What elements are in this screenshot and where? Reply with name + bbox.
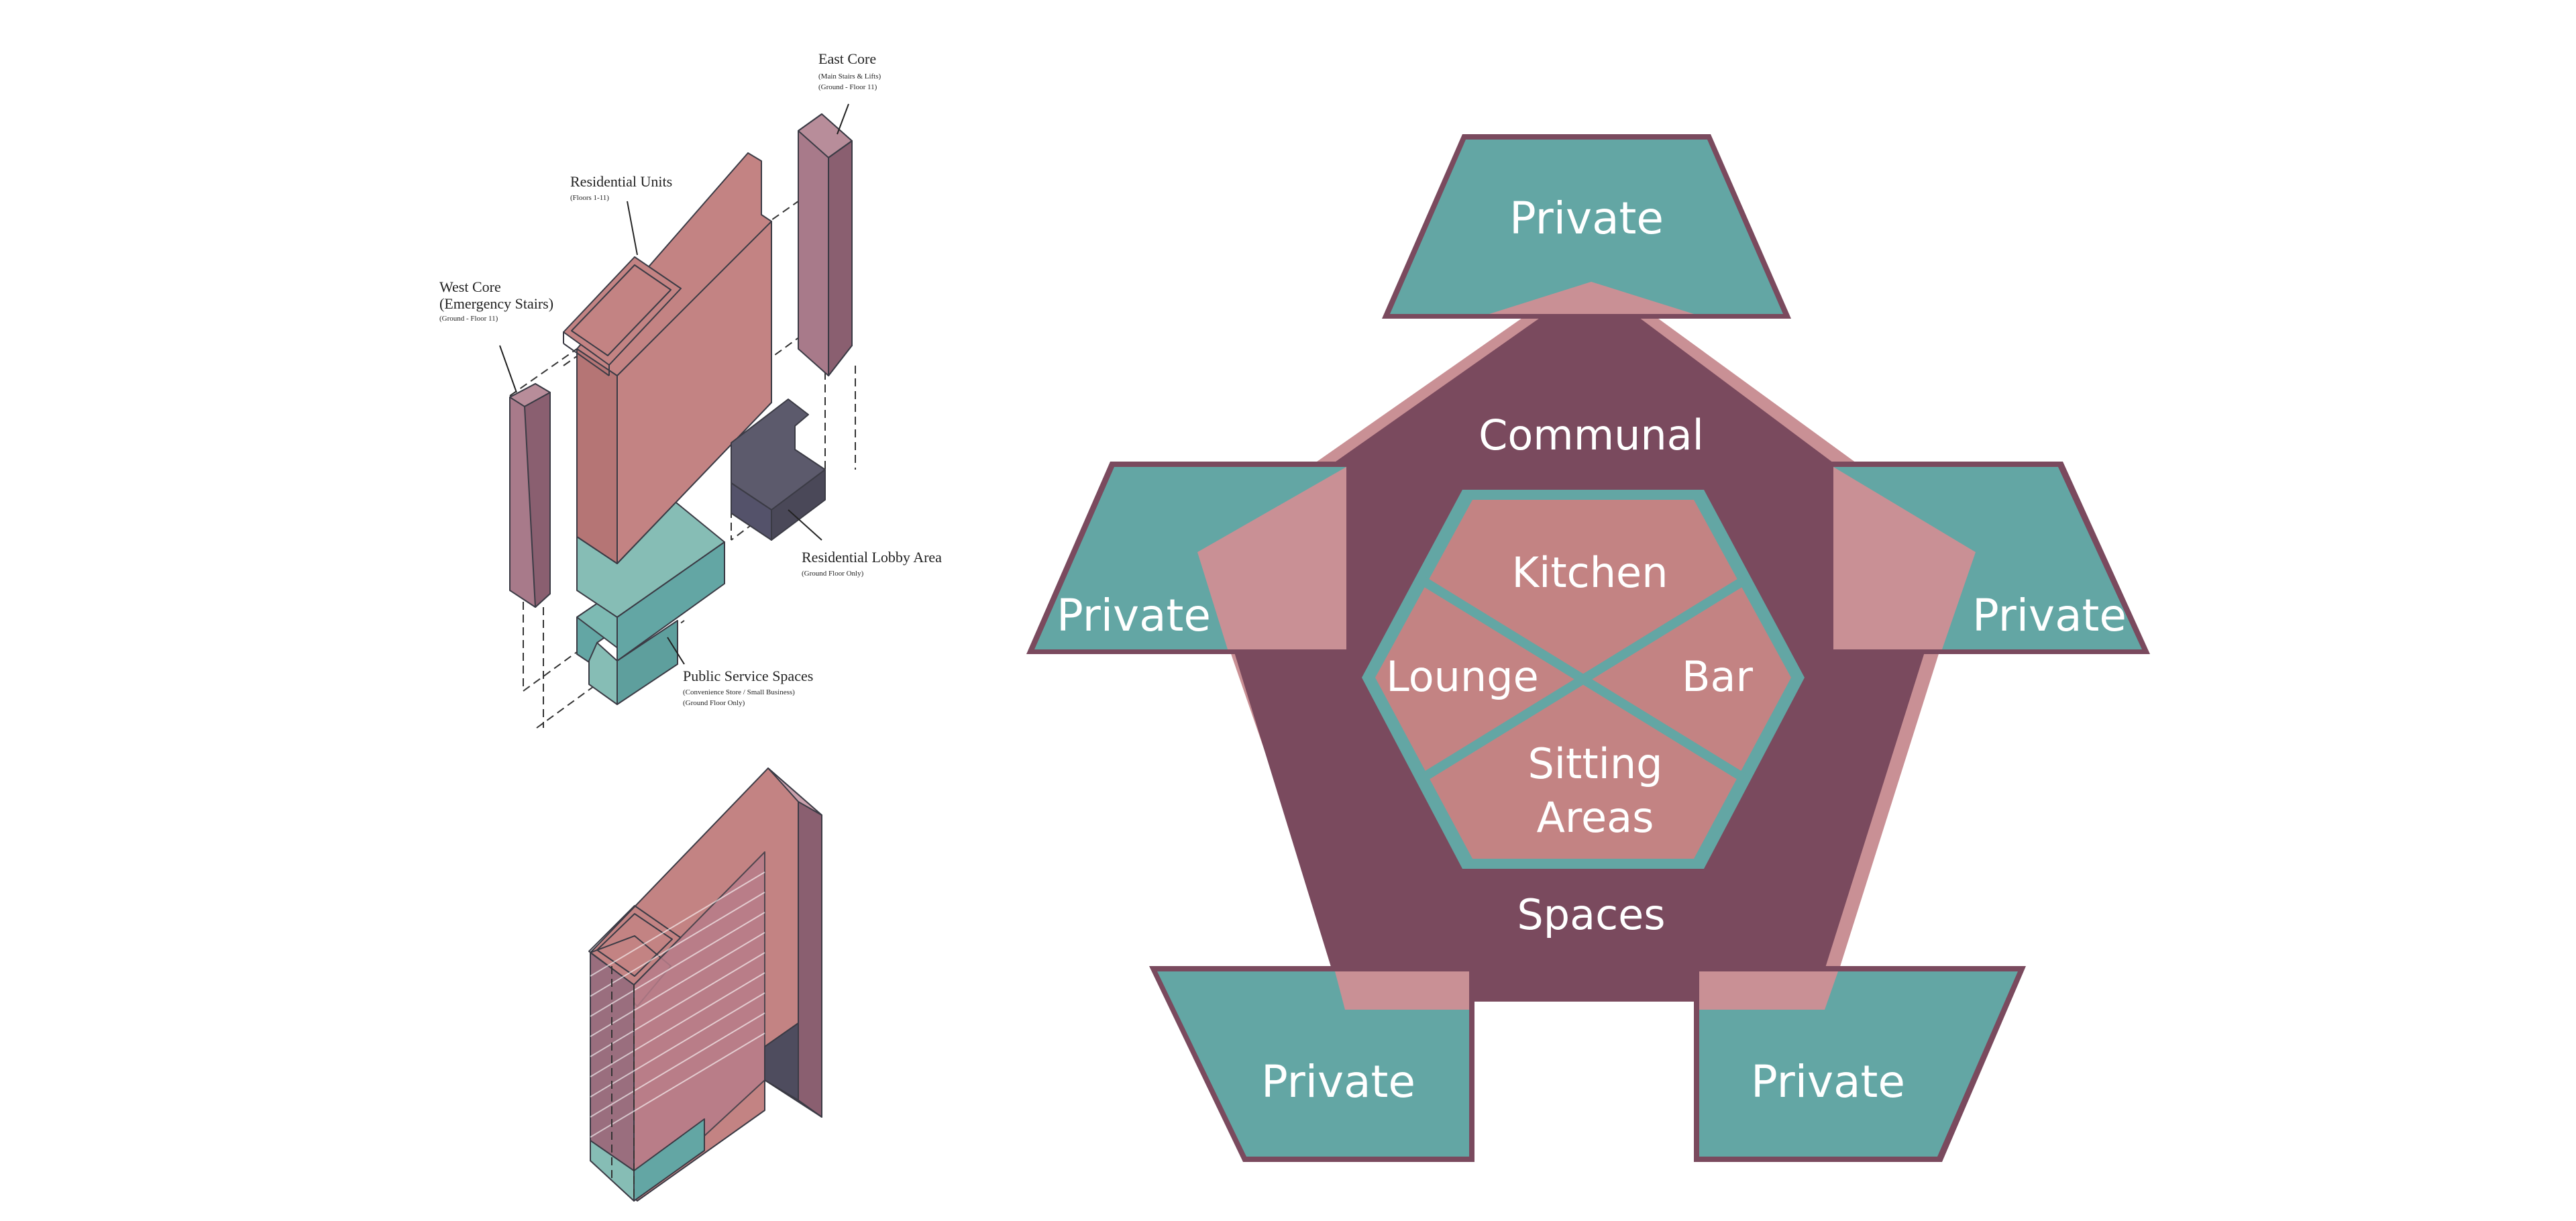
label-public-service-line1: (Convenience Store / Small Business) [683,688,795,696]
label-residential-lobby-title: Residential Lobby Area [802,549,942,566]
residential-units-volume [563,152,772,564]
label-public-service-line2: (Ground Floor Only) [683,699,745,707]
zone-kitchen-label: Kitchen [1511,548,1668,597]
label-east-core-line1: (Main Stairs & Lifts) [818,72,881,81]
private-left-label: Private [1057,590,1211,641]
label-residential-units-line1: (Floors 1-11) [570,194,609,202]
zone-sitting-label-line2: Areas [1537,793,1654,842]
label-west-core-line2: (Ground - Floor 11) [439,315,498,323]
residential-lobby-volume [731,399,826,541]
private-left: Private [1026,462,1352,654]
label-public-service: Public Service Spaces (Convenience Store… [683,668,813,707]
private-right: Private [1828,462,2150,654]
private-right-label: Private [1972,590,2127,641]
label-east-core-line2: (Ground - Floor 11) [818,83,877,91]
floor-lines [590,871,765,1138]
leader-lines [499,103,849,665]
private-bottom-right-label: Private [1751,1056,1905,1108]
communal-label: Communal [1479,411,1704,460]
label-west-core: West Core (Emergency Stairs) (Ground - F… [439,278,553,323]
label-residential-lobby: Residential Lobby Area (Ground Floor Onl… [802,549,942,578]
zone-sitting-label-line1: Sitting [1527,739,1662,788]
bubble-diagram: Private Private Private Private Private [1026,134,2150,1162]
label-east-core-title: East Core [818,50,876,67]
inner-hexagon: Kitchen Lounge Bar Sitting Areas [1362,490,1805,869]
private-bottom-left: Private [1149,966,1474,1162]
spaces-label: Spaces [1517,890,1665,939]
west-core-volume [509,383,551,608]
label-residential-lobby-line1: (Ground Floor Only) [802,570,864,578]
exploded-axonometric: East Core (Main Stairs & Lifts) (Ground … [439,50,942,729]
label-public-service-title: Public Service Spaces [683,668,813,684]
assembled-axonometric [588,767,822,1202]
label-west-core-line1: (Emergency Stairs) [439,295,553,312]
private-bottom-left-label: Private [1261,1056,1415,1108]
east-core-volume [798,113,853,376]
label-residential-units-title: Residential Units [570,173,672,190]
private-top-label: Private [1509,193,1664,244]
label-west-core-title: West Core [439,278,501,295]
private-bottom-right: Private [1694,966,2026,1162]
zone-bar-label: Bar [1682,652,1754,701]
label-residential-units: Residential Units (Floors 1-11) [570,173,672,202]
label-east-core: East Core (Main Stairs & Lifts) (Ground … [818,50,881,91]
zone-lounge-label: Lounge [1386,652,1538,701]
private-top: Private [1382,134,1791,319]
